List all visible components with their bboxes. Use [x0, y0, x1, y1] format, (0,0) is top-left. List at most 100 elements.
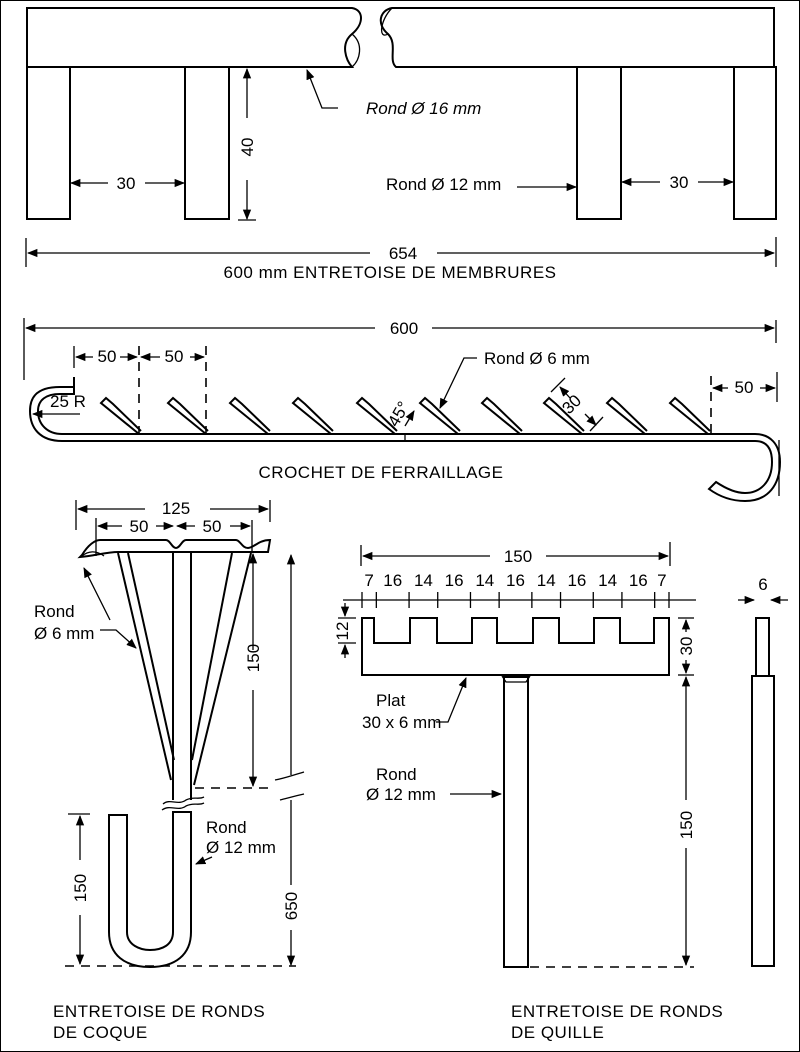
- section-membrures: 30 30 40 Rond Ø 16 mm Rond Ø 12 mm 654 6…: [25, 7, 777, 282]
- label-plate-1: Plat: [376, 691, 406, 710]
- segment-ticks: [361, 592, 670, 608]
- section-title-quille-1: ENTRETOISE DE RONDS: [511, 1002, 723, 1021]
- diagonal-rod: [228, 396, 271, 435]
- quille-weld: [501, 675, 531, 683]
- leader-fan-rod-b: [83, 567, 111, 621]
- length-ext-b: [589, 416, 604, 432]
- dim-overall-label: 654: [389, 244, 417, 263]
- fan-rod-center: [172, 553, 192, 800]
- diagonal-rod: [99, 396, 142, 435]
- quille-comb-plate: [361, 617, 670, 676]
- section-title-quille-2: DE QUILLE: [511, 1023, 604, 1042]
- side-view-stem: [751, 675, 775, 967]
- fan-150-label: 150: [244, 644, 263, 672]
- leader-rond16: [306, 69, 338, 109]
- plate-30-label: 30: [677, 637, 696, 656]
- label-stem-q-2: Ø 12 mm: [366, 785, 436, 804]
- top-bar-right: [379, 7, 775, 68]
- section-coque: 125 50 50 Rond Ø 6 mm 150: [34, 499, 305, 1042]
- segment-labels: 7 16 14 16 14 16 14 16 14 16 7: [364, 571, 666, 590]
- segment-label: 7: [657, 571, 666, 590]
- diagonal-bars: [99, 396, 711, 435]
- stem-150-label: 150: [677, 811, 696, 839]
- fan-rod-3: [191, 552, 252, 786]
- leg-3: [576, 66, 622, 220]
- coque-125-label: 125: [162, 499, 190, 518]
- section-title-coque-1: ENTRETOISE DE RONDS: [53, 1002, 265, 1021]
- section-title-membrures: 600 mm ENTRETOISE DE MEMBRURES: [223, 263, 556, 282]
- dim-height-label: 40: [238, 138, 257, 157]
- segment-label: 16: [629, 571, 648, 590]
- section-quille: 150 7 16 14 16 14 16 14 16 14 16 7 12 30: [333, 542, 788, 1042]
- leg-4: [733, 66, 777, 220]
- label-plate-2: 30 x 6 mm: [362, 713, 441, 732]
- total-650-break-top: [274, 771, 305, 781]
- segment-label: 14: [414, 571, 433, 590]
- coque-j-hook: [108, 811, 192, 969]
- label-fan-rod-1: Rond: [34, 602, 75, 621]
- label-rond12: Rond Ø 12 mm: [386, 175, 501, 194]
- diagonal-rod: [291, 396, 334, 435]
- leader-fan-rod: [100, 629, 137, 649]
- segment-label: 16: [567, 571, 586, 590]
- diagonal-rod: [668, 396, 711, 435]
- segment-label: 14: [598, 571, 617, 590]
- hook-150-label: 150: [71, 874, 90, 902]
- label-fan-rod-2: Ø 6 mm: [34, 624, 94, 643]
- end-spacing-label: 50: [735, 378, 754, 397]
- segment-label: 7: [364, 571, 373, 590]
- diagonal-rod: [166, 396, 209, 435]
- stem-break: [161, 796, 205, 811]
- length-label: 30: [558, 391, 585, 418]
- coque-50r-label: 50: [203, 517, 222, 536]
- angle-label: 45°: [384, 398, 413, 430]
- diagonal-rod: [480, 396, 523, 435]
- total-650-break-bottom: [279, 793, 305, 801]
- label-rond16: Rond Ø 16 mm: [366, 99, 481, 118]
- fan-rod-1: [117, 552, 175, 781]
- break-symbol-right: [381, 7, 393, 36]
- label-stem-q-1: Rond: [376, 765, 417, 784]
- crochet-main-bar: [28, 377, 782, 503]
- quille-stem: [503, 676, 529, 968]
- section-crochet: 600 25 R 50 50 50: [23, 318, 782, 503]
- side-view-plate: [755, 617, 770, 679]
- top-bar-left: [26, 7, 362, 68]
- leader-rond6: [439, 357, 477, 409]
- radius-label: 25 R: [50, 392, 86, 411]
- coque-top-bar: [77, 538, 272, 559]
- diagonal-rod: [418, 396, 461, 435]
- diagonal-rod: [605, 396, 648, 435]
- leg-2: [184, 66, 230, 220]
- length-arrow-b: [584, 413, 597, 426]
- label-stem-1: Rond: [206, 818, 247, 837]
- segment-label: 14: [537, 571, 556, 590]
- segment-label: 16: [445, 571, 464, 590]
- section-title-crochet: CROCHET DE FERRAILLAGE: [259, 463, 504, 482]
- dim-gap-left-label: 30: [117, 174, 136, 193]
- spacing-2-label: 50: [165, 347, 184, 366]
- label-rond6: Rond Ø 6 mm: [484, 349, 590, 368]
- side-6-label: 6: [758, 575, 767, 594]
- break-symbol-left: [351, 33, 361, 68]
- crochet-dim-label: 600: [390, 319, 418, 338]
- diagonal-rod: [542, 396, 585, 435]
- angle-arrow-a: [404, 410, 415, 427]
- length-arrow-a: [559, 386, 571, 399]
- notch-12-label: 12: [333, 622, 352, 641]
- segment-label: 14: [475, 571, 494, 590]
- dim-gap-right-label: 30: [670, 173, 689, 192]
- label-stem-2: Ø 12 mm: [206, 838, 276, 857]
- diagonal-rod: [355, 396, 398, 435]
- leg-1: [26, 66, 71, 220]
- total-650-label: 650: [282, 892, 301, 920]
- section-title-coque-2: DE COQUE: [53, 1023, 148, 1042]
- quille-150-label: 150: [504, 547, 532, 566]
- leader-stem: [195, 856, 213, 865]
- leader-plate: [436, 677, 467, 723]
- segment-label: 16: [506, 571, 525, 590]
- spacing-1-label: 50: [98, 347, 117, 366]
- segment-label: 16: [383, 571, 402, 590]
